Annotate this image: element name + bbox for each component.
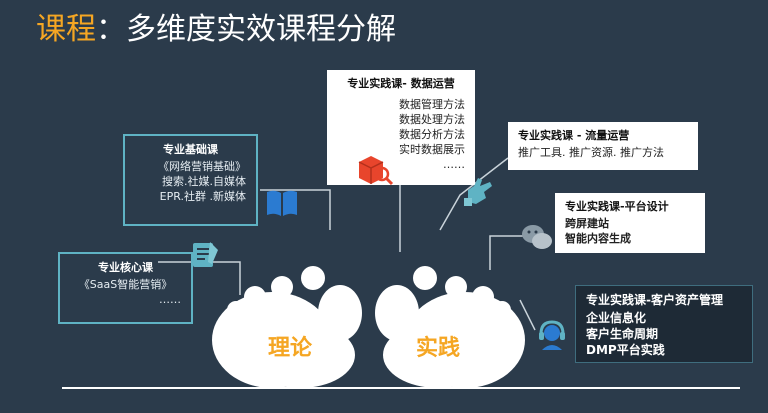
headset-icon (539, 320, 565, 350)
book-icon (267, 190, 297, 216)
box-data-ops-line: …… (443, 158, 465, 171)
title-rest: ：多维度实效课程分解 (96, 12, 396, 47)
box-platform-line: 智能内容生成 (565, 232, 631, 245)
connector-platform (489, 235, 530, 270)
box-data-ops: 专业实践课- 数据运营 数据管理方法 数据处理方法 数据分析方法 实时数据展示 … (327, 70, 475, 185)
title-highlight: 课程 (36, 12, 96, 47)
box-platform-line: 跨屏建站 (565, 217, 609, 230)
checklist-icon (193, 242, 218, 267)
box-data-ops-line: 数据分析方法 (399, 128, 465, 141)
connector-traffic (439, 157, 509, 231)
box-data-ops-line: 数据管理方法 (399, 98, 465, 111)
foot-label-theory: 理论 (268, 336, 313, 361)
box-data-ops-header: 专业实践课- 数据运营 (347, 77, 455, 90)
box-basic-course: 专业基础课 《网络营销基础》 搜索.社媒.自媒体 EPR.社群 .新媒体 (123, 134, 258, 226)
wechat-icon (522, 225, 552, 249)
box-basic-header: 专业基础课 (163, 143, 218, 156)
page-title: 课程：多维度实效课程分解 (36, 10, 396, 50)
box-core-header: 专业核心课 (98, 261, 153, 274)
hand-icon (464, 178, 492, 206)
box-platform-header: 专业实践课-平台设计 (565, 200, 669, 213)
box-traffic-ops: 专业实践课 - 流量运营 推广工具. 推广资源. 推广方法 (508, 122, 698, 170)
left-foot (212, 266, 362, 388)
connector-basic (260, 189, 331, 230)
box-data-ops-line: 实时数据展示 (399, 143, 465, 156)
foot-label-practice: 实践 (416, 336, 461, 361)
box-basic-line: 搜索.社媒.自媒体 (162, 175, 246, 188)
box-basic-line: 《网络营销基础》 (158, 160, 246, 173)
box-platform-design: 专业实践课-平台设计 跨屏建站 智能内容生成 (555, 193, 705, 253)
box-basic-line: EPR.社群 .新媒体 (159, 190, 246, 203)
box-customer-header: 专业实践课-客户资产管理 (586, 293, 723, 307)
box-core-line: 《SaaS智能营销》 (78, 278, 173, 291)
box-core-course: 专业核心课 《SaaS智能营销》 …… (58, 252, 193, 324)
connector-core (158, 261, 241, 295)
box-core-line: …… (159, 293, 181, 306)
box-traffic-line: 推广工具. 推广资源. 推广方法 (518, 146, 664, 159)
box-customer-asset: 专业实践课-客户资产管理 企业信息化 客户生命周期 DMP平台实践 (575, 285, 753, 363)
connector-customer (519, 299, 536, 331)
box-traffic-header: 专业实践课 - 流量运营 (518, 129, 630, 142)
box-data-ops-line: 数据处理方法 (399, 113, 465, 126)
box-search-icon (358, 156, 394, 186)
right-foot (375, 266, 525, 388)
box-customer-line: 企业信息化 (586, 311, 647, 325)
box-customer-line: 客户生命周期 (586, 327, 659, 341)
box-customer-line: DMP平台实践 (586, 343, 665, 357)
